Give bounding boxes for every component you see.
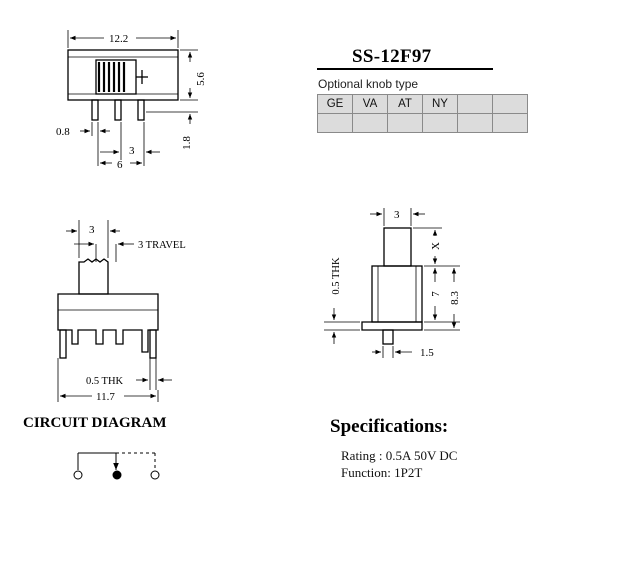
travel-view-knob [78, 258, 109, 295]
travel-body-width-dim: 11.7 [96, 391, 115, 403]
knob-type-label: Optional knob type [318, 77, 419, 91]
title-underline [317, 68, 493, 70]
terminal-left [73, 470, 83, 480]
side-body-height-dim: 7 [430, 291, 442, 297]
terminal-common [112, 470, 122, 480]
knob-type-cell [422, 113, 458, 133]
knob-type-cell: GE [317, 94, 353, 114]
front-height-dim: 5.6 [195, 72, 207, 86]
side-view-knob [383, 227, 412, 267]
knob-type-cell: NY [422, 94, 458, 114]
travel-view-leg [149, 329, 157, 359]
circuit-diagram-title: CIRCUIT DIAGRAM [23, 415, 167, 431]
side-pin-offset-dim: 1.5 [420, 347, 434, 359]
front-pin-width-dim: 0.8 [56, 126, 70, 138]
knob-type-row [317, 113, 528, 133]
side-thickness-label: 0.5 THK [331, 257, 342, 295]
side-x-dim: X [430, 242, 442, 250]
knob-type-cell [457, 94, 493, 114]
travel-thickness-label: 0.5 THK [86, 376, 124, 387]
front-view-body [67, 49, 179, 101]
side-knob-width-dim: 3 [394, 209, 400, 221]
side-view-body [371, 265, 423, 323]
knob-type-cell [352, 113, 388, 133]
part-number-title: SS-12F97 [352, 46, 432, 67]
side-view [324, 208, 460, 358]
circuit-symbol [73, 452, 160, 480]
travel-view-body [57, 293, 159, 353]
knob-type-cell: VA [352, 94, 388, 114]
terminal-right [150, 470, 160, 480]
knob-type-cell [492, 113, 528, 133]
side-view-pin [382, 329, 394, 345]
travel-label: 3 TRAVEL [138, 240, 186, 251]
knob-type-cell [457, 113, 493, 133]
front-view-pin [114, 99, 122, 121]
front-view [67, 30, 198, 166]
knob-type-table: GE VA AT NY [317, 94, 528, 133]
knob-type-cell [492, 94, 528, 114]
travel-view [57, 220, 172, 402]
front-view-pin [91, 99, 99, 121]
specifications-title: Specifications: [330, 416, 449, 437]
front-view-knob [95, 59, 137, 95]
knob-type-cell [317, 113, 353, 133]
travel-view-leg [59, 329, 67, 359]
front-span-dim: 6 [117, 159, 123, 171]
side-overall-height-dim: 8.3 [449, 291, 461, 305]
side-view-base [361, 321, 423, 331]
front-pin-length-dim: 1.8 [181, 136, 193, 150]
knob-type-cell [387, 113, 423, 133]
front-width-dim: 12.2 [109, 33, 128, 45]
knob-type-row: GE VA AT NY [317, 94, 528, 114]
spec-function: Function: 1P2T [341, 465, 423, 480]
front-view-pin [137, 99, 145, 121]
front-pitch-dim: 3 [129, 145, 135, 157]
spec-rating: Rating : 0.5A 50V DC [341, 448, 458, 463]
knob-type-cell: AT [387, 94, 423, 114]
travel-knob-width-dim: 3 [89, 224, 95, 236]
